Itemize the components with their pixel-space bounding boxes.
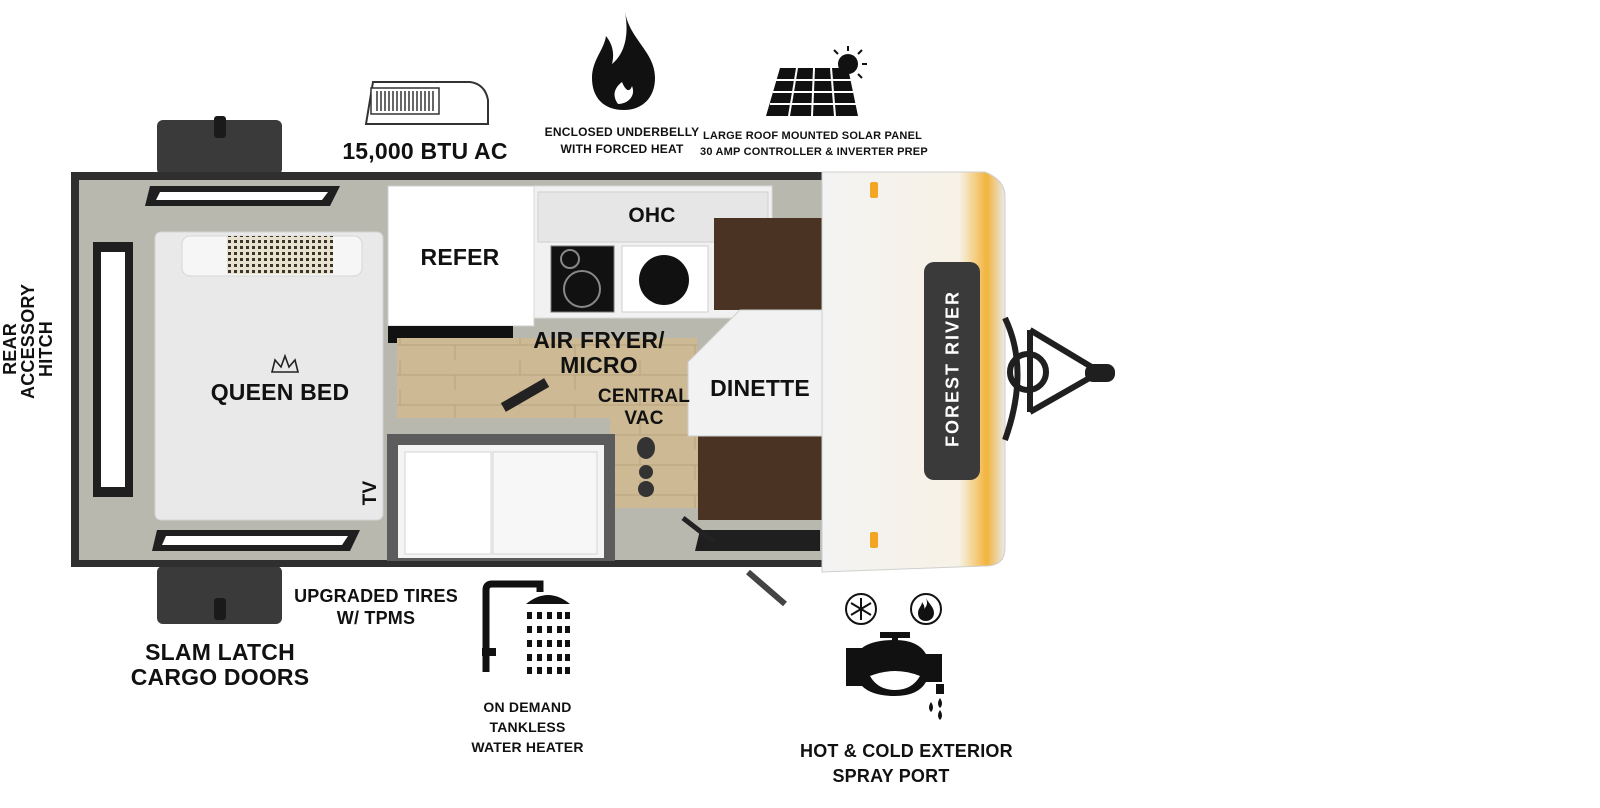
wood-floor [397, 338, 697, 418]
crown-icon [270, 353, 300, 373]
footprint-icon [637, 437, 655, 497]
entry-door [681, 516, 716, 544]
brand-label: FOREST RIVER [942, 290, 963, 448]
cargo-door-bottom [157, 566, 282, 624]
flame-icon [592, 12, 655, 110]
dinette-label: DINETTE [710, 375, 810, 401]
queen-bed [154, 231, 384, 521]
flame-badge-icon [910, 593, 942, 625]
queen-bed-label: QUEEN BED [210, 379, 350, 405]
solar-panel-icon [766, 46, 867, 117]
ohc-label: OHC [628, 204, 676, 227]
refer-cabinet [387, 185, 535, 327]
cooktop [550, 245, 615, 313]
cargo-door-top [157, 116, 282, 175]
tv-label: TV [360, 480, 381, 506]
dinette-seat-bottom [698, 435, 822, 520]
snowflake-icon [845, 593, 877, 625]
dinette-seat-top [714, 218, 822, 310]
shower-icon [482, 580, 570, 674]
faucet-icon [846, 632, 944, 720]
air-fryer-label: AIR FRYER/MICRO [533, 327, 665, 378]
refer-label: REFER [420, 244, 500, 270]
brand-plate [924, 262, 980, 480]
ac-unit-icon [364, 81, 489, 125]
hitch-tongue [1002, 316, 1106, 442]
ac-label: 15,000 BTU AC [342, 138, 508, 164]
